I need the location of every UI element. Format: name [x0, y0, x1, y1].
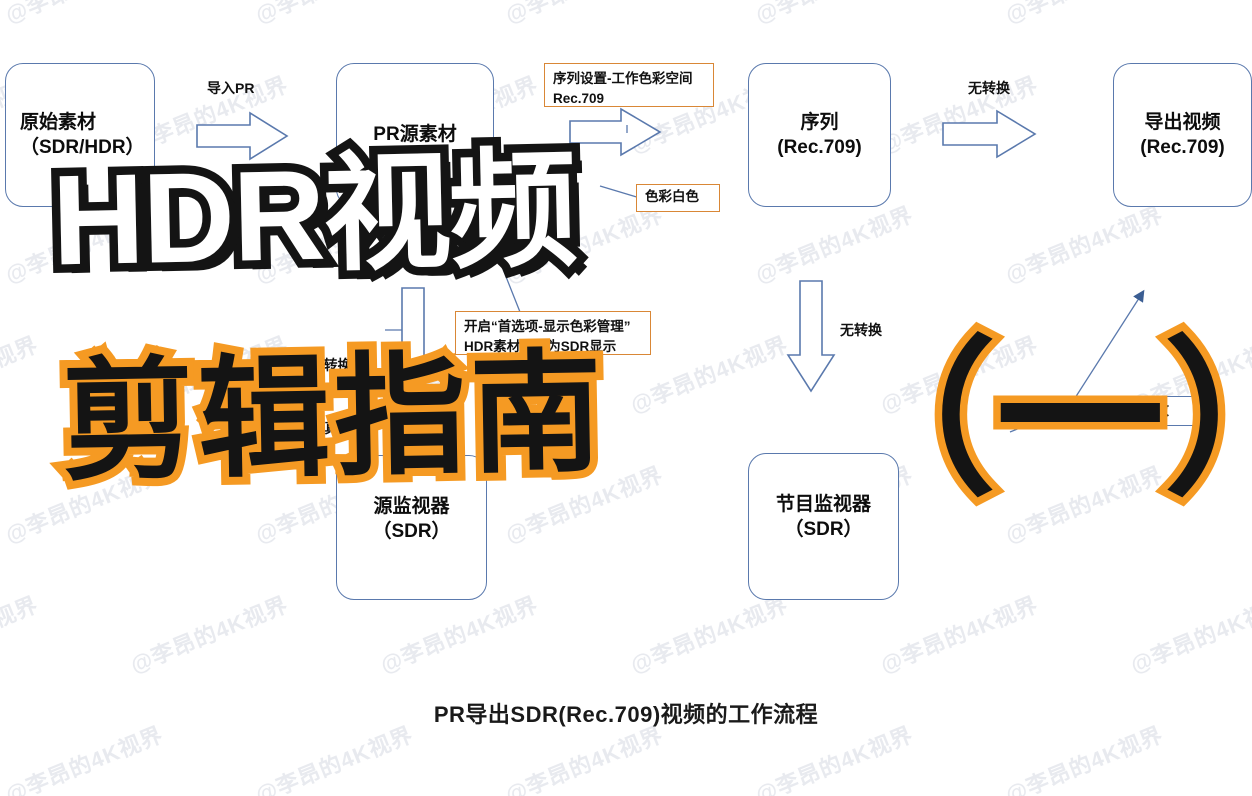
node-sequence-line1: 序列: [800, 111, 839, 133]
label-sdr-hdr-display-line1: SDR素材无转换: [252, 357, 352, 373]
note-display-cm-line2: HDR素材映射为SDR显示: [464, 339, 617, 355]
label-sdr-hdr-display-line2: HDR素材失真显示: [252, 420, 367, 436]
node-sequence-line2: (Rec.709): [777, 137, 862, 158]
note-color-white-line1: 色彩白色: [645, 189, 699, 205]
node-export-line2: (Rec.709): [1140, 137, 1225, 158]
node-export-line1: 导出视频: [1144, 111, 1221, 133]
node-source-line1: 原始素材: [20, 111, 97, 133]
node-source-line2: （SDR/HDR）: [20, 137, 145, 158]
note-both-consistent-text: 两者一致: [1113, 402, 1169, 419]
note-sequence-settings-line1: 序列设置-工作色彩空间: [553, 71, 693, 86]
node-sequence: 序列 (Rec.709): [748, 63, 891, 207]
node-program-monitor: 节目监视器 （SDR）: [748, 453, 899, 600]
node-source: 原始素材 （SDR/HDR）: [5, 63, 155, 207]
arrow-label-import-pr: 导入PR: [207, 80, 255, 96]
note-color-white: 色彩白色: [636, 184, 720, 212]
arrow-label-no-convert-top: 无转换: [968, 80, 1010, 96]
note-sequence-settings-line2: Rec.709: [553, 91, 605, 107]
note-both-consistent: 两者一致: [1104, 396, 1196, 426]
node-pr-source: PR源素材: [336, 63, 494, 207]
node-source-monitor-line2: （SDR）: [372, 521, 451, 543]
note-display-cm-line1: 开启“首选项-显示色彩管理”: [464, 319, 631, 334]
arrow-label-no-convert-mid: 无转换: [840, 322, 882, 338]
diagram-caption: PR导出SDR(Rec.709)视频的工作流程: [433, 702, 819, 727]
note-sequence-settings: 序列设置-工作色彩空间 Rec.709: [544, 63, 714, 107]
node-source-monitor: 源监视器 （SDR）: [336, 455, 487, 600]
node-export: 导出视频 (Rec.709): [1113, 63, 1252, 207]
node-program-monitor-line1: 节目监视器: [775, 494, 871, 515]
node-pr-source-line1: PR源素材: [373, 124, 457, 146]
note-display-color-management: 开启“首选项-显示色彩管理” HDR素材映射为SDR显示: [455, 311, 651, 355]
label-sdr-hdr-display: SDR素材无转换 HDR素材失真显示: [252, 313, 366, 481]
node-source-monitor-line1: 源监视器: [373, 496, 450, 517]
node-program-monitor-line2: （SDR）: [784, 519, 863, 541]
